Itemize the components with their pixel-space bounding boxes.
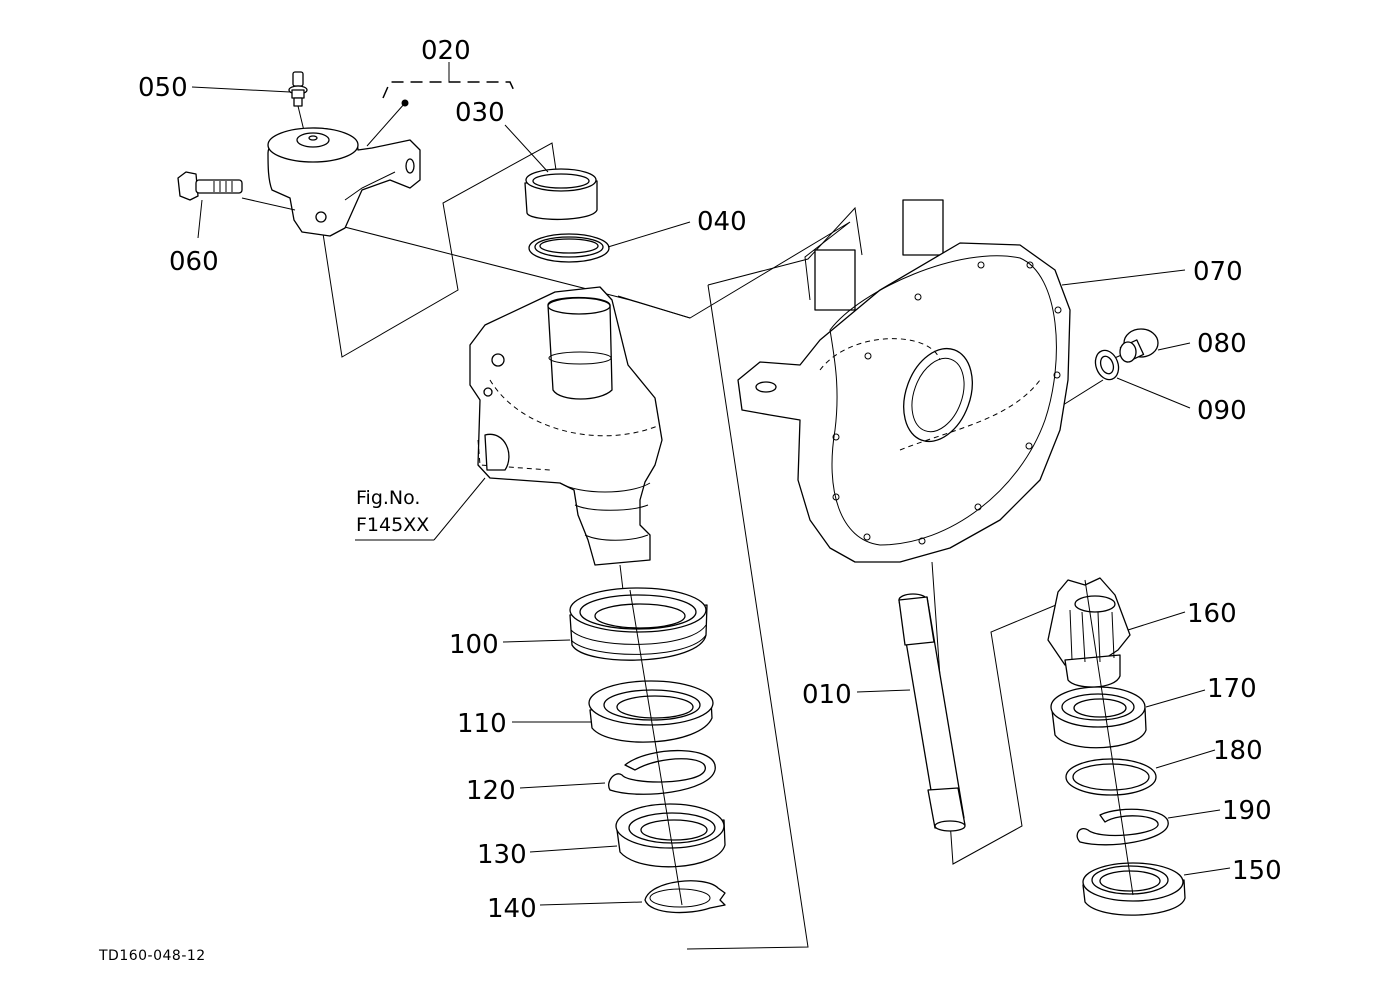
label-170: 170 xyxy=(1207,674,1257,704)
label-180: 180 xyxy=(1213,736,1263,766)
part-knuckle-housing xyxy=(469,286,663,591)
part-060-bolt xyxy=(177,171,296,211)
part-110-ball-bearing xyxy=(588,680,714,743)
label-150: 150 xyxy=(1232,856,1282,886)
part-100-oil-seal xyxy=(569,587,708,661)
part-090-washer xyxy=(1094,349,1120,381)
fig-ref-line1: Fig.No. xyxy=(356,487,420,509)
label-090: 090 xyxy=(1197,396,1247,426)
part-030-bushing xyxy=(524,168,598,221)
part-010-shaft xyxy=(898,593,966,832)
label-050: 050 xyxy=(138,73,188,103)
label-120: 120 xyxy=(466,776,516,806)
part-080-plug xyxy=(1119,328,1159,363)
label-140: 140 xyxy=(487,894,537,924)
part-050-grease-nipple xyxy=(288,71,308,136)
part-190-snap-ring xyxy=(1076,808,1169,846)
part-140-snap-ring xyxy=(644,880,726,914)
label-080: 080 xyxy=(1197,329,1247,359)
label-100: 100 xyxy=(449,630,499,660)
part-120-snap-ring xyxy=(608,749,716,795)
part-020-bracket xyxy=(267,127,421,237)
fig-ref-line2: F145XX xyxy=(356,514,429,536)
label-010: 010 xyxy=(802,680,852,710)
part-180-shim-ring xyxy=(1065,758,1157,796)
label-040: 040 xyxy=(697,207,747,237)
label-160: 160 xyxy=(1187,599,1237,629)
part-150-oil-seal xyxy=(1082,862,1186,916)
part-070-gear-case xyxy=(737,199,1071,563)
part-labels: 050 020 030 060 040 070 080 090 100 110 … xyxy=(138,36,1282,924)
part-130-ball-bearing xyxy=(615,803,726,868)
label-130: 130 xyxy=(477,840,527,870)
part-040-seal-ring xyxy=(528,233,610,263)
label-110: 110 xyxy=(457,709,507,739)
drawing-code: TD160-048-12 xyxy=(98,948,206,964)
label-020: 020 xyxy=(421,36,471,66)
part-160-bevel-gear xyxy=(1047,577,1131,688)
label-030: 030 xyxy=(455,98,505,128)
label-070: 070 xyxy=(1193,257,1243,287)
group-020-bracket xyxy=(366,62,517,147)
leader-lines xyxy=(191,86,1231,906)
part-170-ball-bearing xyxy=(1050,686,1147,749)
figure-reference: Fig.No. F145XX xyxy=(356,487,429,536)
label-060: 060 xyxy=(169,247,219,277)
label-190: 190 xyxy=(1222,796,1272,826)
